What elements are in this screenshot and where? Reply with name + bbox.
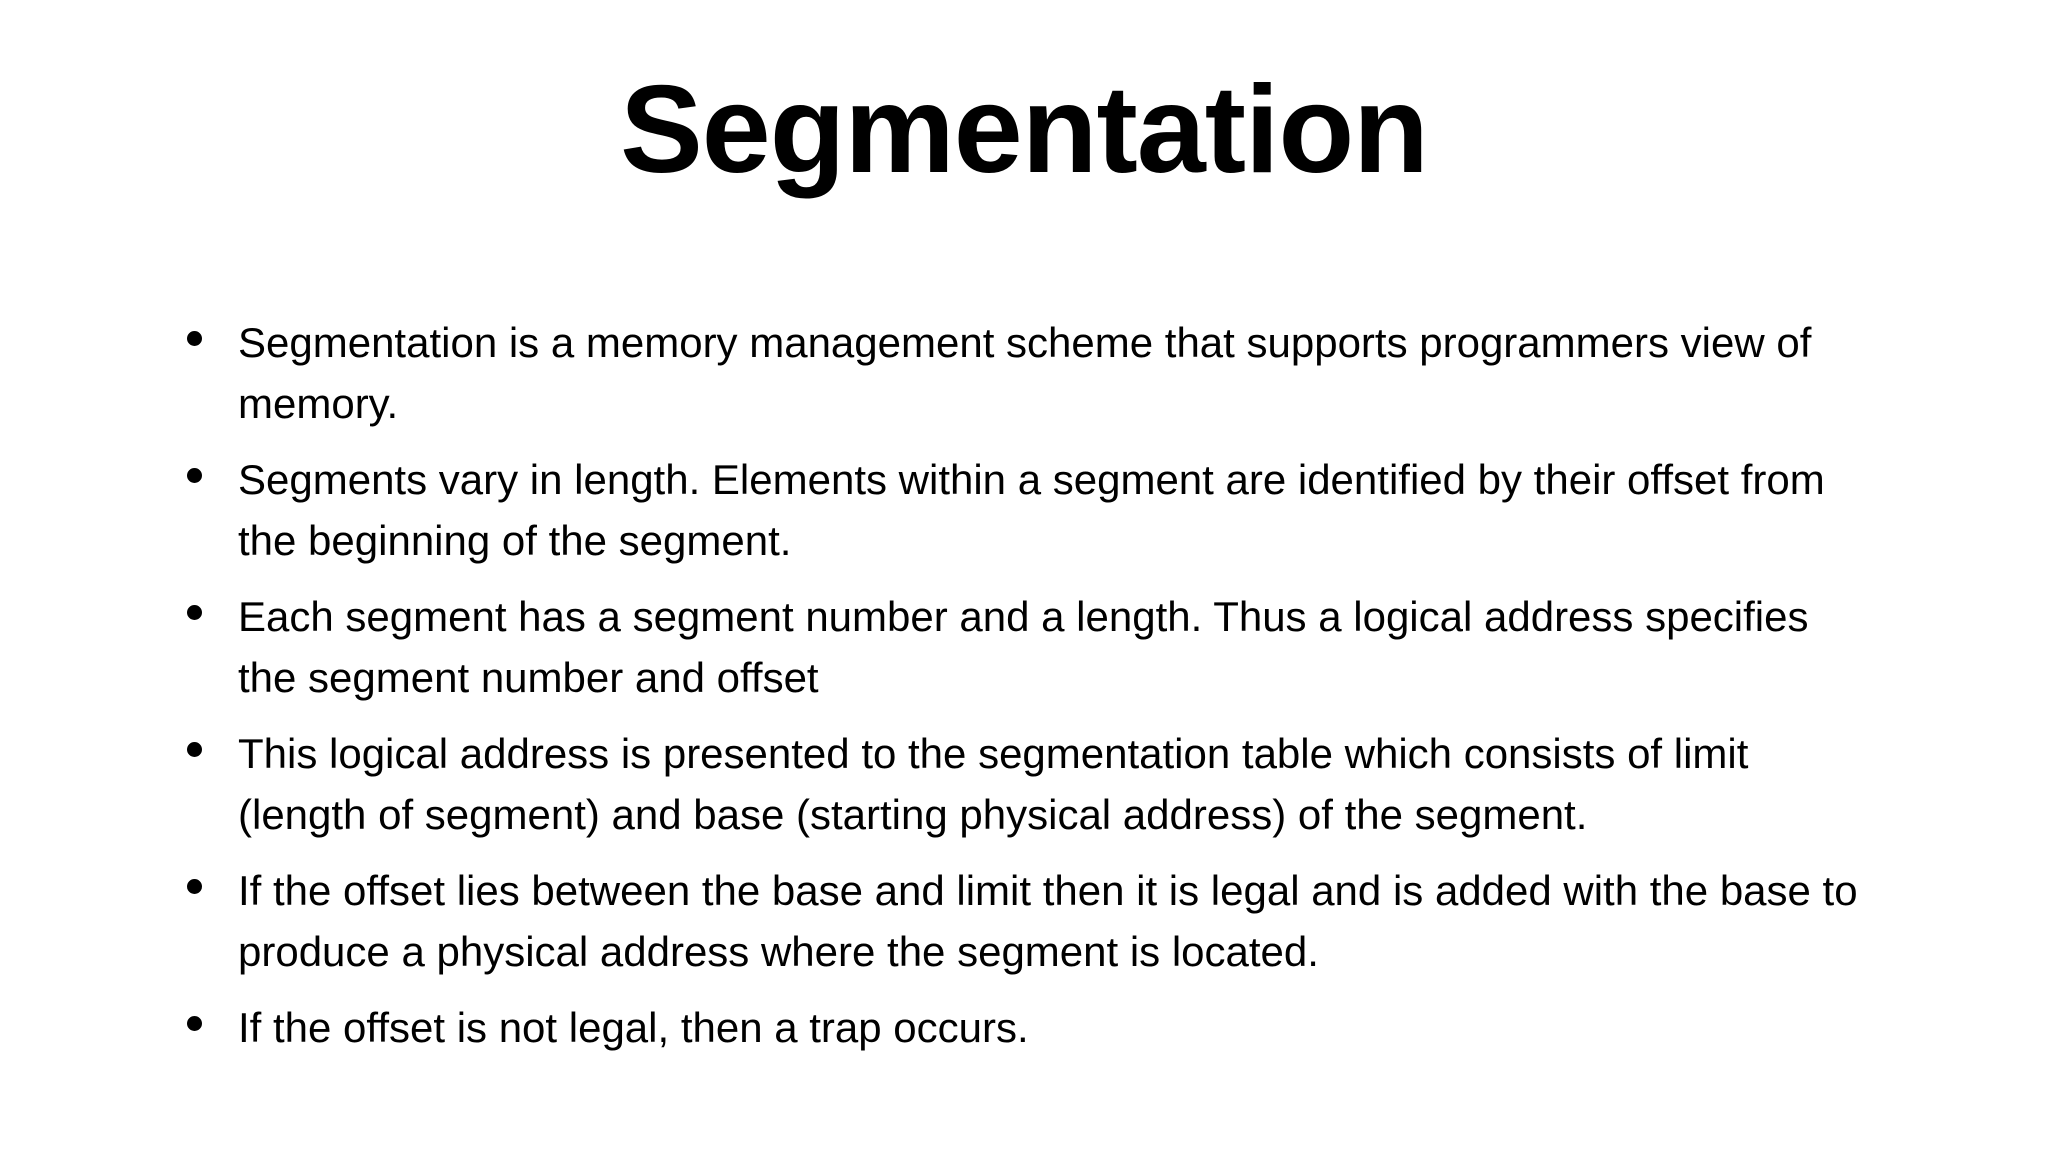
bullet-text: If the offset is not legal, then a trap … xyxy=(238,1004,1029,1051)
bullet-text: This logical address is presented to the… xyxy=(238,730,1749,838)
bullet-dot-icon xyxy=(187,742,202,757)
bullet-dot-icon xyxy=(187,605,202,620)
bullet-item: If the offset lies between the base and … xyxy=(187,860,1887,982)
bullet-text: Segmentation is a memory management sche… xyxy=(238,319,1812,427)
bullet-item: Segments vary in length. Elements within… xyxy=(187,449,1887,571)
bullet-item: If the offset is not legal, then a trap … xyxy=(187,997,1887,1058)
slide-title: Segmentation xyxy=(620,61,1429,199)
bullet-text: Segments vary in length. Elements within… xyxy=(238,456,1825,564)
bullet-dot-icon xyxy=(187,1016,202,1031)
bullet-item: This logical address is presented to the… xyxy=(187,723,1887,845)
bullet-list: Segmentation is a memory management sche… xyxy=(187,312,1887,1073)
bullet-item: Each segment has a segment number and a … xyxy=(187,586,1887,708)
bullet-text: If the offset lies between the base and … xyxy=(238,867,1858,975)
bullet-item: Segmentation is a memory management sche… xyxy=(187,312,1887,434)
bullet-text: Each segment has a segment number and a … xyxy=(238,593,1809,701)
bullet-dot-icon xyxy=(187,331,202,346)
bullet-dot-icon xyxy=(187,468,202,483)
bullet-dot-icon xyxy=(187,879,202,894)
